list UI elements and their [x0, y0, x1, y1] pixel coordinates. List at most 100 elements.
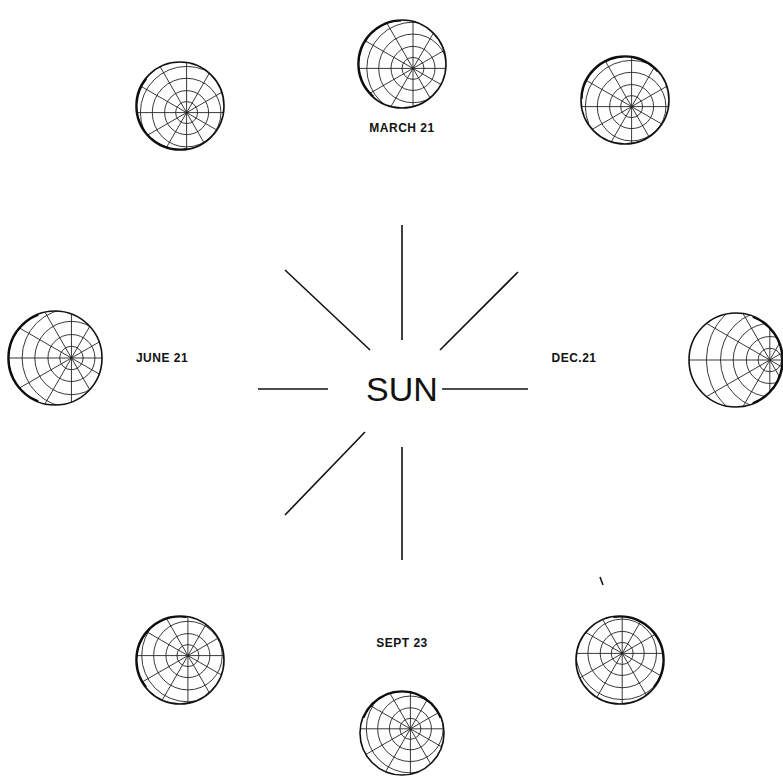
meridian-line [410, 729, 411, 778]
meridian-line [71, 255, 72, 358]
meridian-line [140, 572, 188, 656]
meridian-line [71, 358, 161, 410]
globe-grid [525, 557, 719, 751]
meridian-line [188, 656, 236, 740]
meridian-line [138, 113, 186, 197]
meridian-line [535, 106, 632, 107]
meridian-line [329, 68, 413, 116]
meridian-line [104, 656, 188, 704]
meridian-line [410, 729, 490, 775]
meridian-line [188, 572, 236, 656]
globe-outline [576, 616, 664, 704]
meridian-line [413, 68, 461, 152]
meridian-line [718, 360, 770, 450]
globe-outline [8, 311, 102, 405]
meridian-line [632, 107, 680, 191]
meridian-line [666, 360, 769, 361]
meridian-line [20, 268, 72, 358]
meridian-line [410, 683, 490, 729]
meridian-line [187, 64, 271, 112]
meridian-line [103, 113, 187, 161]
meridian-line [410, 636, 411, 728]
meridian-line [140, 656, 188, 740]
meridian-line [365, 0, 413, 68]
globe-grid [535, 10, 729, 204]
meridian-line [413, 0, 461, 68]
meridian-line [622, 570, 670, 654]
ray [440, 388, 528, 390]
globe [90, 16, 284, 210]
globe-outline [689, 313, 783, 407]
meridian-line [548, 107, 632, 155]
meridian-line [680, 360, 770, 412]
meridian-line [631, 10, 632, 107]
meridian-line [413, 68, 497, 116]
meridian-line [525, 653, 622, 654]
meridian-line [187, 29, 235, 113]
ray [440, 272, 518, 350]
shadow-edge [753, 316, 783, 404]
globe-outline [136, 616, 224, 704]
globe-outline [360, 691, 444, 775]
meridian-line [364, 729, 410, 778]
meridian-line [410, 649, 456, 729]
shadow-hint [1, 346, 25, 370]
ray [258, 388, 328, 390]
meridian-line [632, 23, 680, 107]
meridian-line [622, 557, 623, 654]
shadow-edge [136, 78, 187, 150]
globe-grid [318, 636, 503, 778]
meridian-line [365, 68, 413, 152]
ray [285, 270, 370, 350]
date-label: MARCH 21 [369, 122, 434, 134]
meridian-line [583, 23, 631, 107]
meridian-line [574, 653, 622, 737]
meridian-line [91, 655, 188, 656]
meridian-line [71, 358, 72, 461]
date-label: DEC.21 [551, 352, 596, 364]
meridian-line [548, 58, 632, 106]
meridian-line [769, 257, 770, 360]
meridian-line [410, 729, 456, 778]
stray-mark [600, 577, 603, 585]
meridian-line [410, 728, 502, 729]
meridian-line [632, 106, 729, 107]
meridian-line [188, 656, 272, 704]
meridian-line [186, 16, 187, 113]
meridian-line [187, 112, 284, 113]
meridian-line [187, 559, 188, 656]
shadow-edge [136, 616, 187, 688]
ray [401, 225, 403, 340]
meridian-line [90, 112, 187, 113]
meridian-line [769, 360, 770, 463]
date-label: SEPT 23 [376, 637, 428, 649]
meridian-line [718, 270, 770, 360]
meridian-line [316, 68, 413, 69]
globe-grid [316, 0, 510, 165]
meridian-line [0, 358, 71, 359]
meridian-line [186, 113, 187, 210]
meridian-line [0, 358, 71, 410]
meridian-line [71, 268, 123, 358]
meridian-line [538, 605, 622, 653]
meridian-line [20, 358, 72, 448]
meridian-line [71, 358, 123, 448]
globe-grid [91, 559, 285, 753]
date-label: JUNE 21 [136, 352, 188, 364]
meridian-line [71, 306, 161, 358]
meridian-line [0, 306, 71, 358]
meridian-line [413, 68, 510, 69]
sun-label: SUN [362, 372, 442, 406]
globe [535, 10, 729, 204]
meridian-line [103, 64, 187, 112]
globe-outline [136, 62, 224, 150]
meridian-line [187, 113, 235, 197]
ray [401, 447, 403, 560]
globe-grid [90, 16, 284, 210]
meridian-line [138, 29, 186, 113]
meridian-line [631, 107, 632, 204]
shadow-hint [767, 348, 783, 372]
meridian-line [413, 68, 414, 165]
meridian-line [330, 729, 410, 775]
